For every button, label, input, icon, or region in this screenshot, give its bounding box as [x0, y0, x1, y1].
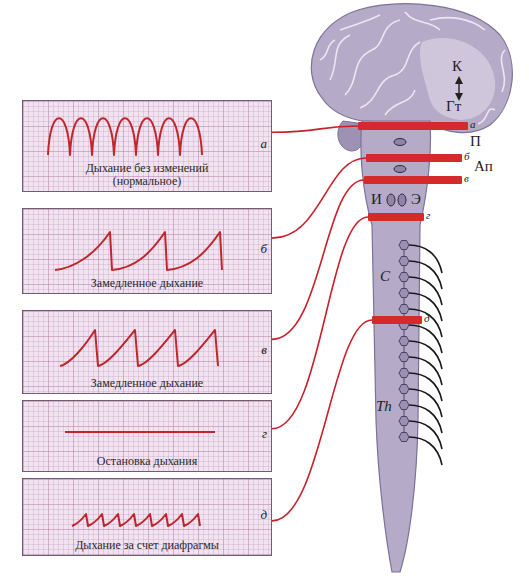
panel-letter: г [262, 427, 267, 441]
ganglion-hexagon [399, 369, 409, 378]
nerve-root [409, 341, 442, 369]
transection-bar [358, 122, 468, 130]
record-panel: Остановка дыхания г [22, 400, 272, 472]
ganglion-hexagon [399, 337, 409, 346]
ganglion-hexagon [399, 241, 409, 250]
lead-line [272, 320, 372, 521]
transection-letter: в [464, 172, 469, 184]
breathing-trace [60, 330, 218, 366]
record-panel: Замедленное дыхание в [22, 310, 272, 394]
ganglion-hexagon [399, 289, 409, 298]
ganglion-hexagon [399, 273, 409, 282]
lead-line [272, 158, 366, 238]
nerve-root [409, 373, 442, 401]
transection-node: б [366, 152, 474, 164]
structure-label: И [371, 191, 382, 208]
structure-label: К [452, 58, 462, 75]
nerve-root [409, 261, 442, 289]
nucleus-oval [394, 139, 406, 146]
lead-line [272, 126, 358, 132]
structure-label: Э [411, 191, 421, 208]
nerve-root [409, 357, 442, 385]
record-panel: Дыхание без изменений (нормальное) а [22, 100, 272, 192]
transection-node: а [358, 120, 480, 132]
transection-node: д [372, 314, 434, 326]
transection-node: в [364, 174, 474, 186]
structure-label: Гт [446, 98, 461, 115]
brainstem-spinal-cord [361, 121, 431, 572]
structure-label: Th [376, 398, 392, 415]
double-arrow [458, 80, 459, 97]
panel-letter: а [261, 137, 268, 151]
nucleus-oval [394, 166, 406, 173]
breathing-trace [65, 431, 215, 433]
panel-letter: в [261, 343, 267, 357]
nucleus-oval [398, 194, 406, 206]
record-panel: Дыхание за счет диафрагмы д [22, 478, 272, 556]
ganglion-hexagon [399, 401, 409, 410]
nucleus-oval [387, 194, 395, 206]
breathing-trace [72, 514, 200, 526]
lead-line [272, 180, 364, 339]
structure-label: Ап [474, 158, 493, 175]
nerve-root [409, 389, 442, 417]
nerve-root [409, 245, 442, 273]
nerve-root [409, 405, 442, 433]
nerve-root [409, 421, 442, 449]
panel-caption: Замедленное дыхание [37, 377, 257, 390]
ganglion-hexagon [399, 433, 409, 442]
lead-line [272, 217, 368, 429]
gyri [320, 12, 505, 124]
ganglion-hexagon [399, 305, 409, 314]
spinal-nerves [409, 245, 442, 465]
structure-label: C [380, 268, 390, 285]
transection-letter: д [424, 312, 430, 324]
panel-letter: б [260, 242, 267, 256]
panel-caption: Замедленное дыхание [37, 277, 257, 290]
breathing-trace [48, 118, 202, 155]
panel-caption: Дыхание за счет диафрагмы [37, 539, 257, 552]
ganglia [399, 241, 409, 442]
nerve-root [409, 277, 442, 305]
transection-node: г [368, 211, 436, 223]
ganglion-hexagon [399, 417, 409, 426]
cerebrum [311, 4, 512, 133]
transection-bar [366, 154, 462, 162]
transection-letter: б [464, 150, 470, 162]
transection-letter: г [426, 209, 430, 221]
panel-caption: Остановка дыхания [37, 455, 257, 468]
ganglion-hexagon [399, 257, 409, 266]
nerve-root [409, 437, 442, 465]
transection-bar [368, 213, 424, 221]
nerve-root [409, 325, 442, 353]
transection-bar [364, 176, 462, 184]
transection-letter: а [470, 118, 476, 130]
structure-label: П [470, 133, 481, 150]
ganglion-hexagon [399, 353, 409, 362]
breathing-trace [55, 232, 222, 270]
ganglion-hexagon [399, 385, 409, 394]
panel-caption: Дыхание без изменений (нормальное) [77, 162, 217, 188]
record-panel: Замедленное дыхание б [22, 208, 272, 294]
medial-surface [420, 38, 495, 120]
panel-letter: д [260, 508, 267, 522]
transection-bar [372, 316, 422, 324]
